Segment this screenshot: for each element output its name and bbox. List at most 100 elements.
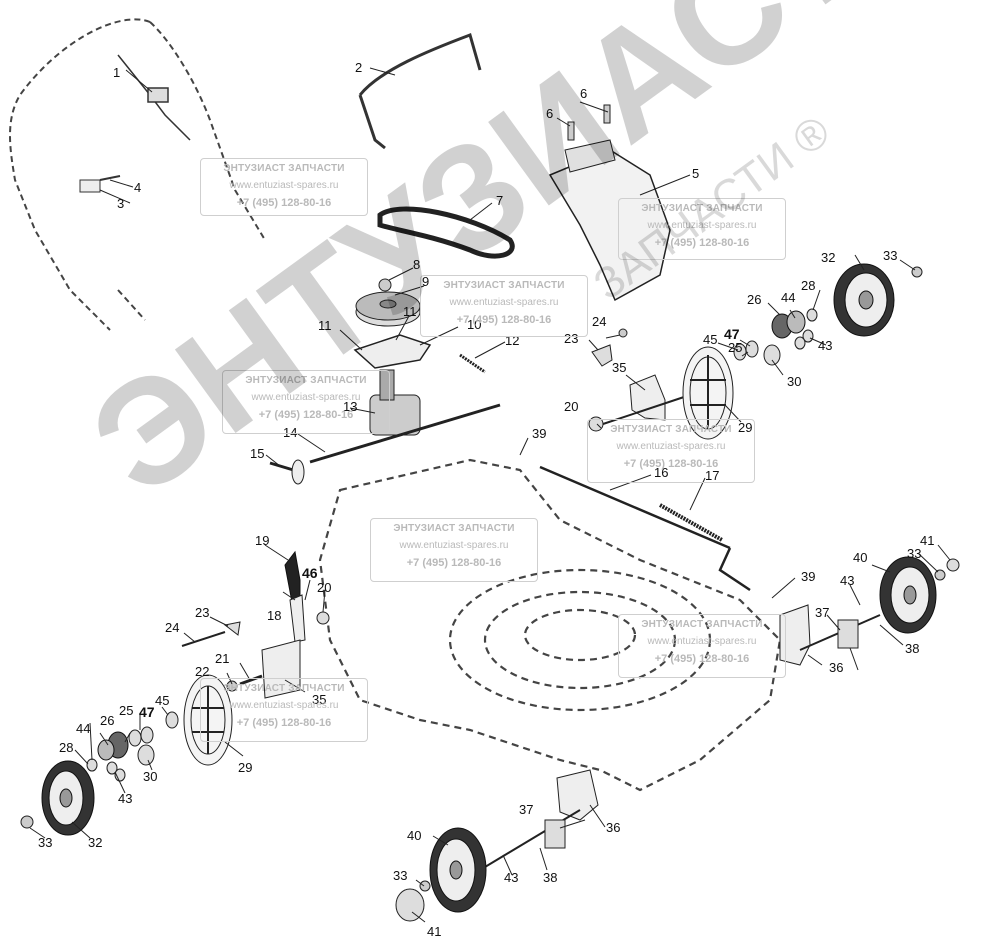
watermark-title: ЭНТУЗИАСТ ЗАПЧАСТИ (641, 619, 763, 630)
watermark-box: ЭНТУЗИАСТ ЗАПЧАСТИ www.entuziast-spares.… (200, 678, 368, 742)
bolt-24-top (618, 328, 628, 338)
rear-wheel-top (833, 263, 895, 337)
callout: 33 (883, 248, 897, 263)
watermark-url: www.entuziast-spares.ru (399, 540, 509, 551)
callout: 47 (724, 326, 740, 342)
callout: 24 (165, 620, 179, 635)
callout: 33 (393, 868, 407, 883)
control-cable (117, 54, 191, 141)
watermark-box: ЭНТУЗИАСТ ЗАПЧАСТИ www.entuziast-spares.… (222, 370, 390, 434)
callout: 37 (815, 605, 829, 620)
nut-33-left (20, 815, 34, 829)
callout: 25 (728, 340, 742, 355)
callout: 3 (117, 196, 124, 211)
callout: 11 (318, 318, 332, 333)
washer-20-top (588, 416, 604, 432)
callout: 6 (580, 86, 587, 101)
callout: 8 (413, 257, 420, 272)
leader-lines (29, 67, 951, 923)
chute-top (564, 139, 616, 173)
drive-belt (377, 206, 515, 259)
callout: 28 (801, 278, 815, 293)
rear-axle-top (599, 394, 691, 426)
callout: 21 (215, 651, 229, 666)
watermark-title: ЭНТУЗИАСТ ЗАПЧАСТИ (245, 375, 367, 386)
upper-handle-bar (358, 33, 482, 150)
callout: 46 (302, 565, 318, 581)
callout: 37 (519, 802, 533, 817)
watermark-title: ЭНТУЗИАСТ ЗАПЧАСТИ (641, 203, 763, 214)
callout: 28 (59, 740, 73, 755)
callout: 13 (343, 399, 357, 414)
callout: 10 (467, 317, 481, 332)
callout: 29 (738, 420, 752, 435)
drive-axle-14 (309, 403, 501, 464)
callout: 39 (801, 569, 815, 584)
watermark-url: www.entuziast-spares.ru (647, 636, 757, 647)
watermark-box: ЭНТУЗИАСТ ЗАПЧАСТИ www.entuziast-spares.… (370, 518, 538, 582)
watermark-title: ЭНТУЗИАСТ ЗАПЧАСТИ (610, 424, 732, 435)
callout: 5 (692, 166, 699, 181)
callout: 39 (532, 426, 546, 441)
deck-outline (318, 458, 782, 792)
gear-cover-left (183, 674, 233, 766)
callout: 14 (283, 425, 297, 440)
callout: 41 (920, 533, 934, 548)
watermark-phone: +7 (495) 128-80-16 (236, 197, 332, 209)
callout: 17 (705, 468, 719, 483)
callout: 38 (543, 870, 557, 885)
watermark-url: www.entuziast-spares.ru (616, 441, 726, 452)
gear-26-left (97, 731, 129, 761)
callout-labels: 1 2 3 4 5 6 6 7 8 9 10 11 11 12 13 14 15… (38, 60, 934, 939)
nut-33-bottom (419, 880, 431, 892)
callout: 45 (703, 332, 717, 347)
callout: 30 (787, 374, 801, 389)
callout: 29 (238, 760, 252, 775)
nut-33-right (934, 569, 946, 581)
nut-22-left (226, 680, 238, 692)
callout: 47 (139, 704, 155, 720)
watermark-phone: +7 (495) 128-80-16 (623, 458, 719, 470)
callout: 23 (195, 605, 209, 620)
lever-bracket-18 (289, 594, 306, 643)
callout: 2 (355, 60, 362, 75)
watermark-url: www.entuziast-spares.ru (229, 180, 339, 191)
callout: 25 (119, 703, 133, 718)
bracket-23-top (591, 344, 613, 367)
spring-12 (459, 353, 486, 374)
callout: 4 (134, 180, 141, 195)
bracket-23-left (223, 621, 241, 636)
callout: 15 (250, 446, 264, 461)
callout: 35 (312, 692, 326, 707)
watermark-title: ЭНТУЗИАСТ ЗАПЧАСТИ (443, 280, 565, 291)
callout: 33 (38, 835, 52, 850)
callout: 6 (546, 106, 553, 121)
pivot-37-right (837, 619, 859, 649)
height-lever-19 (284, 550, 301, 603)
callout: 36 (606, 820, 620, 835)
rear-chute (548, 149, 671, 302)
callout: 32 (88, 835, 102, 850)
front-wheel-bottom (429, 827, 487, 913)
callout: 44 (781, 290, 795, 305)
gear-cover-top (682, 346, 734, 440)
callout: 30 (143, 769, 157, 784)
callout: 16 (654, 465, 668, 480)
watermark-box: ЭНТУЗИАСТ ЗАПЧАСТИ www.entuziast-spares.… (618, 614, 786, 678)
watermark-title: ЭНТУЗИАСТ ЗАПЧАСТИ (223, 163, 345, 174)
callout: 20 (564, 399, 578, 414)
front-wheel-right (879, 556, 937, 634)
callout: 43 (840, 573, 854, 588)
handle-knob (79, 175, 121, 193)
pulley (355, 291, 421, 327)
watermark-box: ЭНТУЗИАСТ ЗАПЧАСТИ www.entuziast-spares.… (420, 275, 588, 337)
callout: 43 (504, 870, 518, 885)
rod-hook (718, 547, 751, 592)
callout: 32 (821, 250, 835, 265)
shaft-21-left (239, 674, 263, 686)
watermark-box: ЭНТУЗИАСТ ЗАПЧАСТИ www.entuziast-spares.… (618, 198, 786, 260)
watermark-url: www.entuziast-spares.ru (449, 297, 559, 308)
watermark-phone: +7 (495) 128-80-16 (654, 237, 750, 249)
callout: 35 (612, 360, 626, 375)
